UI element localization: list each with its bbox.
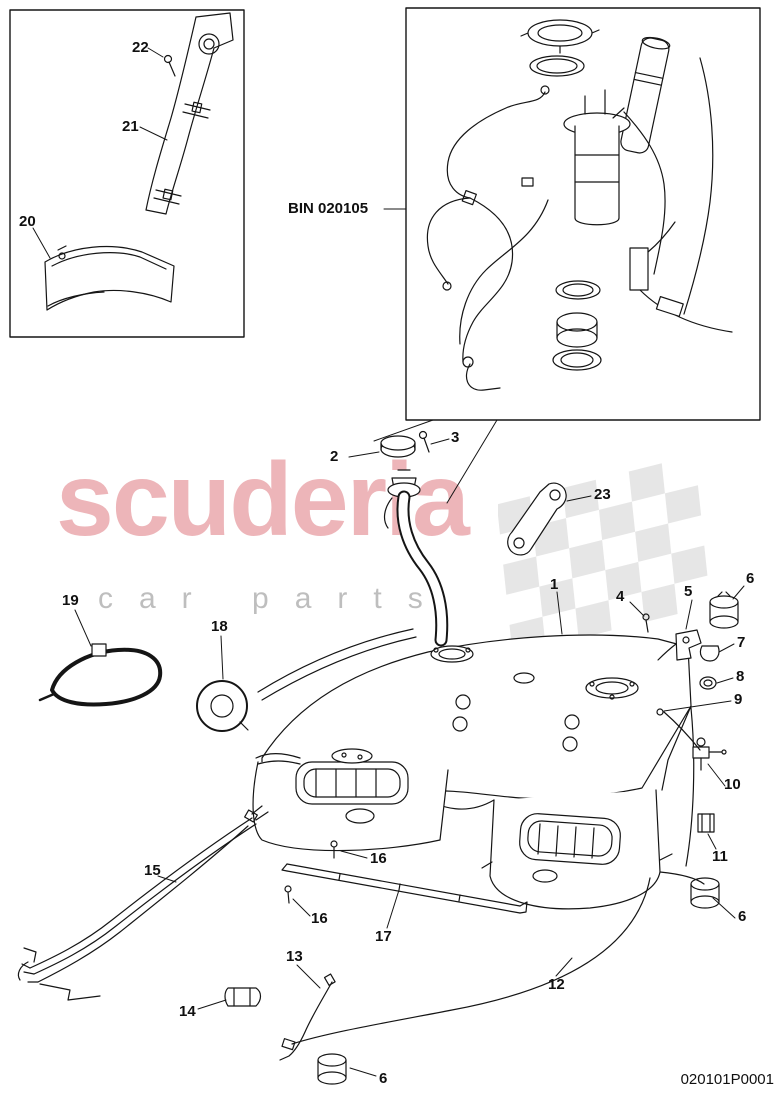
watermark-subtitle-text: car parts [98,582,449,615]
callout-6-bottom: 6 [379,1070,388,1087]
callout-7: 7 [737,634,746,651]
callout-4: 4 [616,588,625,605]
fuel-filter-cylinder [620,36,671,154]
filler-cap-2 [380,435,416,458]
callout-22: 22 [132,39,149,56]
callout-2: 2 [330,448,339,465]
callout-5: 5 [684,583,693,600]
screw-22 [163,54,176,77]
clamp-6-bottom [317,1053,347,1085]
callout-10: 10 [724,776,741,793]
inset-box-pump-assembly [405,7,761,421]
callout-14: 14 [179,1003,196,1020]
cable-tie-19 [38,643,163,707]
inset-reference-lines [373,419,498,504]
clamp-6-top [709,591,739,629]
seal-rings-lower [552,280,602,371]
callout-21: 21 [122,118,139,135]
heat-shield-20 [44,245,175,311]
callout-16-b: 16 [311,910,328,927]
callout-11: 11 [712,848,728,865]
screw-16-b [284,885,292,904]
callout-13: 13 [286,948,303,965]
screw-3 [418,430,430,453]
checkered-flag-graphic [498,463,708,645]
seal-ring-upper [529,55,585,77]
screw-16-a [330,840,338,859]
callout-19: 19 [62,592,79,609]
filler-tube-21 [145,12,234,215]
fuel-line-12 [281,877,651,1051]
lock-ring [520,19,600,54]
fuel-pump-module [563,89,631,226]
clamp-6-right [659,871,720,909]
callout-18: 18 [211,618,228,635]
callout-16-a: 16 [370,850,387,867]
callout-23: 23 [594,486,611,503]
clip-11 [697,813,715,833]
callout-12: 12 [548,976,565,993]
callout-6-right: 6 [738,908,747,925]
bracket-5 [657,629,702,661]
callout-1: 1 [550,576,559,593]
fuel-hoses [426,57,714,391]
fuel-tank-drawing [17,430,739,1085]
grommet-18 [196,680,249,732]
clamp-14 [224,987,262,1007]
retaining-strap-23 [507,482,567,556]
right-tank-lobe [481,789,673,910]
fuel-line-13 [279,973,336,1061]
grommet-8 [699,676,717,690]
filler-neck-and-pipe [383,469,449,647]
left-tank-lobe [244,748,449,852]
callout-8: 8 [736,668,745,685]
callout-9: 9 [734,691,743,708]
fuel-level-sender [629,221,733,333]
seal-9 [656,708,664,716]
screw-4 [642,613,650,633]
bin-reference-label: BIN 020105 [288,200,369,217]
callout-20: 20 [19,213,36,230]
leader-lines [32,47,745,1077]
callout-3: 3 [451,429,460,446]
callout-15: 15 [144,862,161,879]
tension-strap-17 [281,863,528,914]
callout-17: 17 [375,928,392,945]
fuel-lines-15 [17,817,257,1001]
callout-6-top: 6 [746,570,755,587]
vent-valve-10 [663,711,727,771]
clip-7 [699,645,720,662]
diagram-part-code: 020101P0001 [680,1071,774,1088]
inset-box-filler-tube [9,9,245,338]
